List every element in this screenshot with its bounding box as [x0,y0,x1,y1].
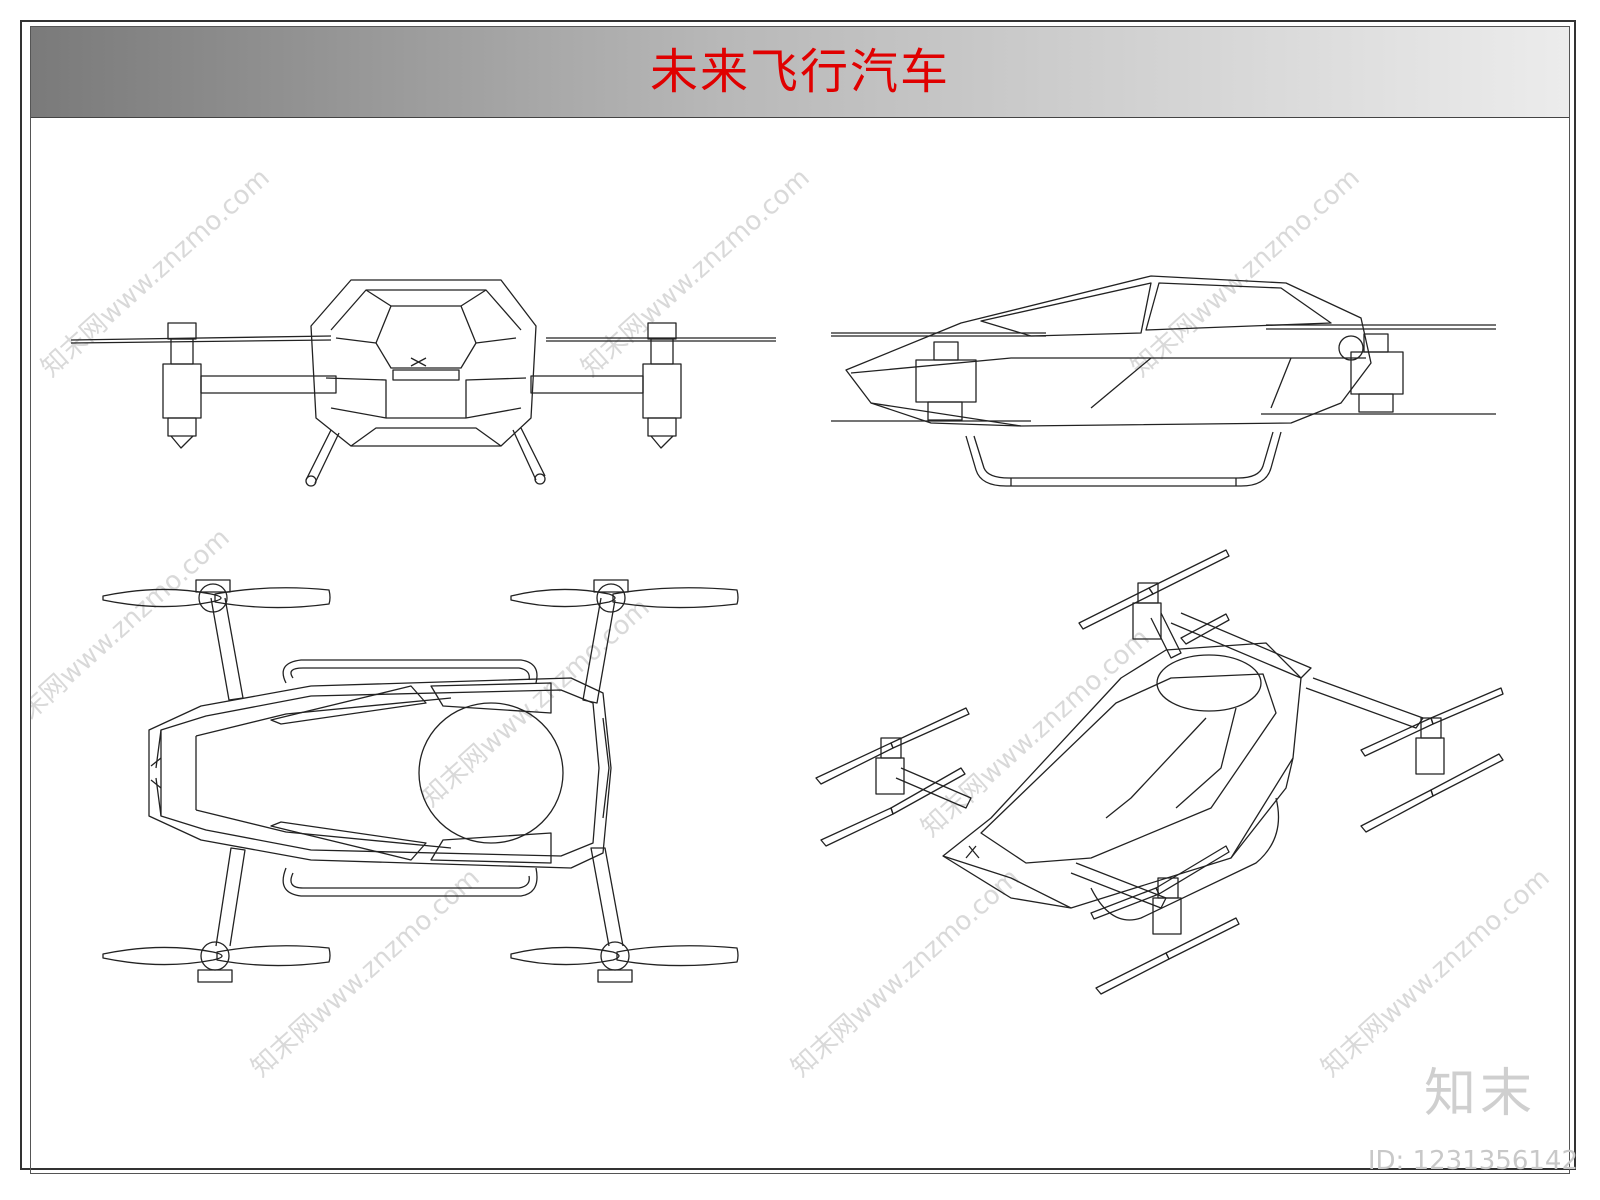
watermark: 知末网www.znzmo.com [576,163,816,383]
watermark: 知末网www.znzmo.com [786,863,1026,1083]
brand-mark: 知末 [1423,1064,1536,1124]
front-view [70,279,776,487]
id-label: ID: 1231356142 [1367,1146,1578,1176]
watermark: 知末网www.znzmo.com [916,623,1156,843]
outer-border [20,20,1576,1170]
drawing-area: 知末网www.znzmo.com 知末网www.znzmo.com 知末网www… [31,163,1556,1083]
side-view [831,275,1496,487]
top-view [102,579,739,983]
title-band: 未来飞行汽车 [31,27,1569,118]
sheet-title: 未来飞行汽车 [649,44,950,100]
watermark: 知末网www.znzmo.com [36,163,276,383]
watermark: 知末网www.znzmo.com [416,593,656,813]
isometric-view [815,549,1504,995]
watermark-layer: 知末网www.znzmo.com 知末网www.znzmo.com 知末网www… [31,163,1556,1083]
inner-border [30,26,1570,1174]
watermark: 知末网www.znzmo.com [31,523,236,743]
watermark: 知末网www.znzmo.com [1126,163,1366,383]
